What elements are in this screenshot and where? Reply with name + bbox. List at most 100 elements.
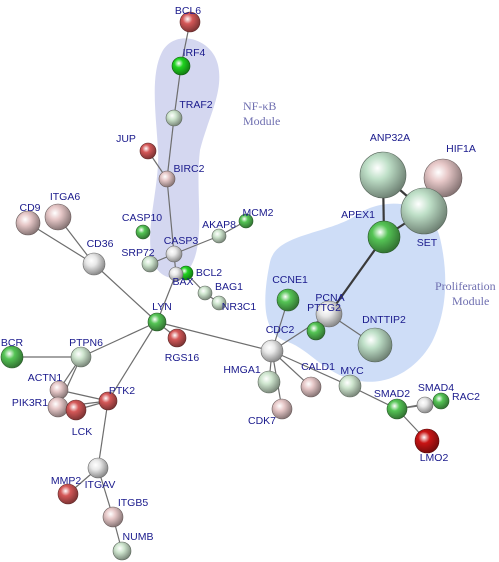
node-label-irf4: IRF4 xyxy=(183,47,206,59)
node-itga6[interactable] xyxy=(44,203,72,231)
node-mcm2[interactable] xyxy=(238,213,254,229)
edge-traf2-birc2 xyxy=(166,117,175,180)
node-lmo2[interactable] xyxy=(414,428,440,454)
node-label-numb: NUMB xyxy=(123,531,154,543)
node-ptk2[interactable] xyxy=(98,391,118,411)
edge-lyn-ptk2 xyxy=(107,321,158,402)
node-label-rgs16: RGS16 xyxy=(165,352,200,364)
node-label-cdc2: CDC2 xyxy=(266,324,295,336)
node-bag1[interactable] xyxy=(197,285,213,301)
node-label-pttg2: PTTG2 xyxy=(307,302,341,314)
node-label-myc: MYC xyxy=(340,365,364,377)
node-label-lyn: LYN xyxy=(152,301,172,313)
node-label-apex1: APEX1 xyxy=(341,209,375,221)
node-label-traf2: TRAF2 xyxy=(179,99,212,111)
node-bcl6[interactable] xyxy=(179,11,201,33)
node-label-actn1: ACTN1 xyxy=(28,372,63,384)
node-label-ptk2: PTK2 xyxy=(109,385,135,397)
prolif-module-label: Module xyxy=(452,294,489,308)
node-set[interactable] xyxy=(400,187,448,235)
node-hif1a[interactable] xyxy=(423,158,463,198)
node-label-smad2: SMAD2 xyxy=(374,388,410,400)
node-label-casp3: CASP3 xyxy=(164,235,199,247)
node-label-cd9: CD9 xyxy=(19,202,40,214)
node-label-bag1: BAG1 xyxy=(215,281,243,293)
nfkb-module-region xyxy=(150,38,220,278)
node-itgb5[interactable] xyxy=(102,506,124,528)
node-label-ptpn6: PTPN6 xyxy=(69,337,103,349)
edge-lyn-cdc2 xyxy=(156,321,273,352)
node-lck[interactable] xyxy=(65,399,87,421)
node-label-bax: BAX xyxy=(172,276,193,288)
node-jup[interactable] xyxy=(139,142,157,160)
node-pcna[interactable] xyxy=(315,300,343,328)
node-srp72[interactable] xyxy=(141,255,159,273)
node-cd36[interactable] xyxy=(82,252,106,276)
node-irf4[interactable] xyxy=(171,56,191,76)
node-label-anp32a: ANP32A xyxy=(370,132,410,144)
node-lyn[interactable] xyxy=(147,312,167,332)
node-cdk7[interactable] xyxy=(271,398,293,420)
node-smad2[interactable] xyxy=(386,398,408,420)
node-label-ccne1: CCNE1 xyxy=(272,274,308,286)
node-label-bcl6: BCL6 xyxy=(175,5,201,17)
edge-cd9-cd36 xyxy=(27,222,95,265)
node-label-hmga1: HMGA1 xyxy=(223,364,261,376)
node-label-lck: LCK xyxy=(72,426,92,438)
node-label-itgav: ITGAV xyxy=(85,479,116,491)
node-hmga1[interactable] xyxy=(257,370,281,394)
node-myc[interactable] xyxy=(338,374,362,398)
node-label-bcr: BCR xyxy=(1,337,24,349)
node-label-set: SET xyxy=(417,237,438,249)
node-cdc2[interactable] xyxy=(260,339,284,363)
node-pik3r1[interactable] xyxy=(47,396,69,418)
edge-cdc2-myc xyxy=(271,350,351,387)
node-label-nr3c1: NR3C1 xyxy=(222,301,257,313)
node-casp10[interactable] xyxy=(135,224,151,240)
node-label-pik3r1: PIK3R1 xyxy=(12,397,48,409)
node-nr3c1[interactable] xyxy=(211,295,227,311)
node-label-casp10: CASP10 xyxy=(122,212,162,224)
node-label-bcl2: BCL2 xyxy=(196,267,222,279)
node-label-srp72: SRP72 xyxy=(121,247,154,259)
node-label-akap8: AKAP8 xyxy=(202,219,236,231)
node-apex1[interactable] xyxy=(367,220,401,254)
node-label-rac2: RAC2 xyxy=(452,391,480,403)
node-ccne1[interactable] xyxy=(276,288,300,312)
edge-ptk2-itgav xyxy=(97,400,109,469)
node-casp3[interactable] xyxy=(165,245,183,263)
node-label-cdk7: CDK7 xyxy=(248,415,276,427)
node-label-pcna: PCNA xyxy=(315,292,344,304)
node-bcr[interactable] xyxy=(0,345,24,369)
node-label-itgb5: ITGB5 xyxy=(118,497,149,509)
node-label-itga6: ITGA6 xyxy=(50,191,81,203)
node-rgs16[interactable] xyxy=(167,328,187,348)
node-label-mcm2: MCM2 xyxy=(243,207,274,219)
node-anp32a[interactable] xyxy=(359,151,407,199)
node-traf2[interactable] xyxy=(165,109,183,127)
node-akap8[interactable] xyxy=(211,228,227,244)
edge-lyn-ptpn6 xyxy=(80,321,158,358)
node-label-mmp2: MMP2 xyxy=(51,475,81,487)
node-label-lmo2: LMO2 xyxy=(420,452,449,464)
node-birc2[interactable] xyxy=(158,170,176,188)
node-mmp2[interactable] xyxy=(57,483,79,505)
node-cd9[interactable] xyxy=(15,210,41,236)
edge-birc2-casp3 xyxy=(166,178,175,255)
prolif-module-label: Proliferation xyxy=(435,279,496,293)
node-bax[interactable] xyxy=(168,266,184,282)
nfkb-module-label: NF-κB xyxy=(243,99,276,113)
node-dnttip2[interactable] xyxy=(357,327,393,363)
edge-cd36-lyn xyxy=(93,263,158,323)
node-ptpn6[interactable] xyxy=(70,346,92,368)
node-itgav[interactable] xyxy=(87,457,109,479)
node-cald1[interactable] xyxy=(300,376,322,398)
node-smad4[interactable] xyxy=(416,396,434,414)
node-pttg2[interactable] xyxy=(306,321,326,341)
nfkb-module-label: Module xyxy=(243,114,280,128)
node-rac2[interactable] xyxy=(432,392,450,410)
node-label-smad4: SMAD4 xyxy=(418,382,454,394)
node-label-birc2: BIRC2 xyxy=(174,163,205,175)
node-numb[interactable] xyxy=(112,541,132,561)
